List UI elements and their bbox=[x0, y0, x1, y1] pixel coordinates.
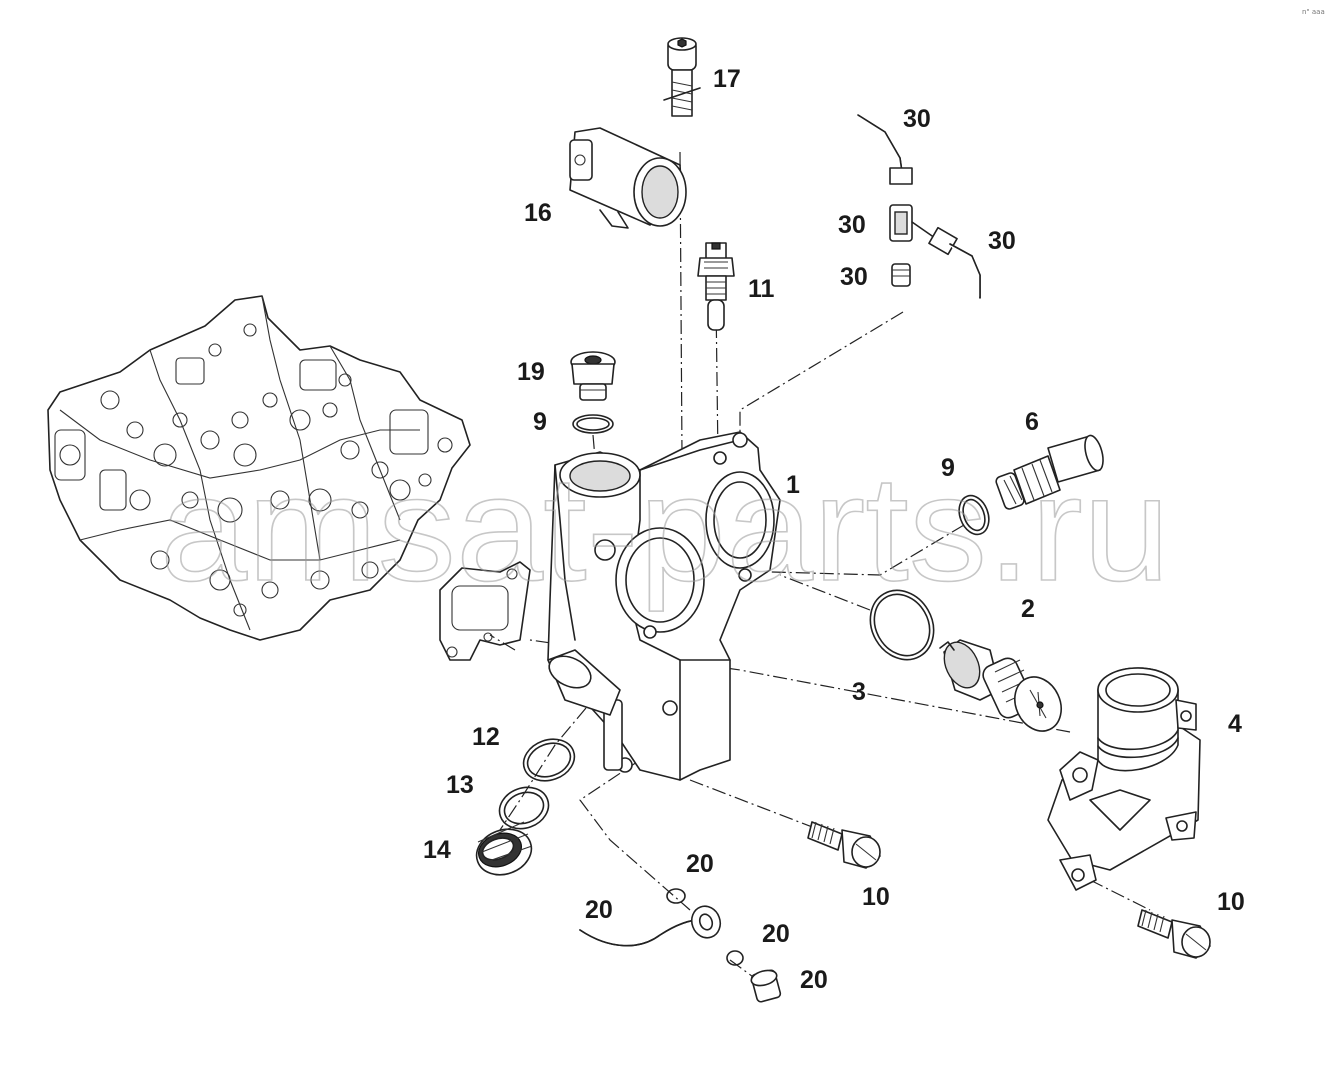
callout-c14: 14 bbox=[423, 836, 451, 864]
housing-gasket bbox=[439, 561, 531, 661]
callout-c4: 4 bbox=[1228, 710, 1242, 738]
part-9-o-ring-top bbox=[572, 414, 614, 434]
callout-c30b: 30 bbox=[838, 211, 866, 239]
part-13-seal-ring bbox=[498, 786, 550, 830]
corner-mark: n" aaa bbox=[1302, 8, 1325, 16]
callout-c2: 2 bbox=[1021, 595, 1035, 623]
part-1-thermostat-housing bbox=[547, 431, 781, 781]
part-20-pipe-assembly bbox=[579, 888, 782, 1003]
callout-c1: 1 bbox=[786, 471, 800, 499]
callout-c20b: 20 bbox=[585, 896, 613, 924]
callout-c10b: 10 bbox=[1217, 888, 1245, 916]
part-10-bolt-right bbox=[1137, 909, 1211, 959]
callout-c6: 6 bbox=[1025, 408, 1039, 436]
callout-c20a: 20 bbox=[686, 850, 714, 878]
callout-c30c: 30 bbox=[988, 227, 1016, 255]
callout-c9a: 9 bbox=[533, 408, 547, 436]
callout-c20d: 20 bbox=[800, 966, 828, 994]
callout-c10a: 10 bbox=[862, 883, 890, 911]
cylinder-head bbox=[47, 295, 471, 641]
part-14-threaded-plug bbox=[475, 821, 533, 876]
callout-c11: 11 bbox=[748, 275, 775, 303]
part-19-plug bbox=[570, 351, 616, 401]
callout-c13: 13 bbox=[446, 771, 474, 799]
callout-c20c: 20 bbox=[762, 920, 790, 948]
callout-c16: 16 bbox=[524, 199, 552, 227]
callout-c3: 3 bbox=[852, 678, 866, 706]
part-17-bolt bbox=[663, 37, 701, 117]
part-2-thermostat bbox=[939, 639, 1062, 732]
callout-c30d: 30 bbox=[840, 263, 868, 291]
watermark: amsat-parts.ru bbox=[160, 444, 1170, 612]
callout-c30a: 30 bbox=[903, 105, 931, 133]
callout-c12: 12 bbox=[472, 723, 500, 751]
part-16-actuator bbox=[569, 127, 687, 229]
callout-c9b: 9 bbox=[941, 454, 955, 482]
part-10-bolt-left bbox=[807, 821, 881, 869]
part-30-pipe-fittings bbox=[857, 114, 981, 299]
part-9-o-ring-right bbox=[958, 494, 990, 536]
part-11-sensor bbox=[697, 242, 735, 331]
part-6-fitting bbox=[995, 434, 1104, 510]
part-3-ring-seal bbox=[869, 589, 935, 661]
callout-c19: 19 bbox=[517, 358, 545, 386]
part-12-o-ring bbox=[522, 738, 576, 782]
part-4-outlet-cover bbox=[1047, 667, 1201, 891]
callout-c17: 17 bbox=[713, 65, 741, 93]
